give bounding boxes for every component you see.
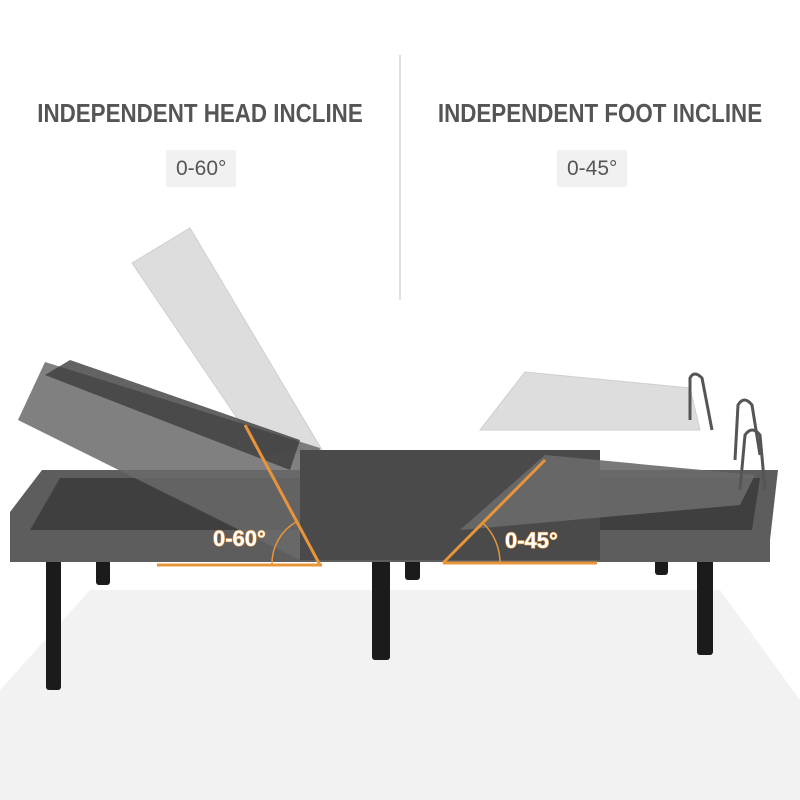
head-mid-deck	[45, 360, 300, 470]
foot-incline-title: INDEPENDENT FOOT INCLINE	[437, 98, 763, 128]
foot-range-badge: 0-45°	[557, 150, 628, 187]
foot-angle-arc	[482, 522, 501, 564]
leg	[697, 555, 713, 655]
head-incline-line	[243, 424, 322, 566]
floor	[0, 590, 800, 800]
foot-section-max	[478, 371, 701, 431]
foot-section-mid	[460, 455, 755, 530]
head-section-mid	[18, 362, 320, 560]
angle-guides	[157, 424, 597, 567]
leg	[372, 555, 390, 660]
head-angle-label: 0-60°	[213, 526, 266, 551]
head-angle-arc	[271, 521, 297, 566]
head-range-badge: 0-60°	[166, 150, 237, 187]
divider	[399, 55, 401, 300]
foot-angle-label: 0-45°	[505, 528, 558, 553]
leg	[96, 555, 110, 585]
foot-incline-line	[441, 458, 547, 565]
leg	[46, 555, 61, 690]
foot-rails	[688, 372, 767, 491]
head-incline-title: INDEPENDENT HEAD INCLINE	[37, 98, 363, 128]
